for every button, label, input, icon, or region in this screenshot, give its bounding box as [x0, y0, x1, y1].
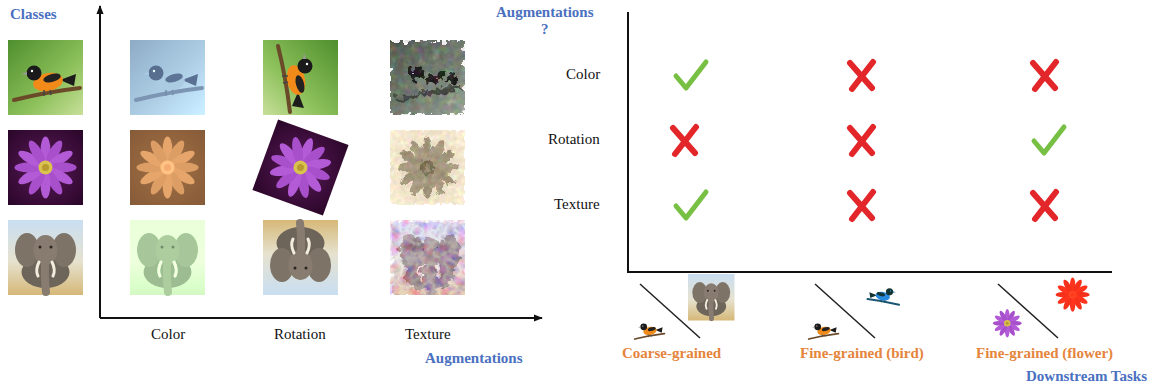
color-elephant	[130, 220, 205, 295]
rotated-flower	[252, 119, 348, 215]
flower-photo	[8, 130, 83, 205]
color-flower	[130, 130, 205, 205]
task-label: Fine-grained (flower)	[976, 345, 1113, 362]
row-label: Rotation	[548, 131, 600, 148]
row-label: Color	[566, 66, 600, 83]
cross-mark	[673, 127, 696, 154]
check-mark	[676, 62, 706, 88]
texture-bird	[390, 40, 465, 115]
cross-mark	[850, 192, 873, 219]
axis-title: Augmentations ?	[496, 4, 594, 38]
color-bird	[130, 40, 205, 115]
task-label: Fine-grained (bird)	[800, 345, 924, 362]
axis-title: Classes	[10, 6, 57, 23]
axis-tick-label: Texture	[405, 326, 451, 343]
axis-tick-label: Rotation	[274, 326, 326, 343]
texture-elephant	[390, 220, 465, 295]
elephant-icon	[688, 274, 735, 321]
x-axis	[100, 317, 542, 319]
check-mark	[1034, 127, 1064, 153]
y-axis	[99, 6, 101, 318]
rotated-elephant	[263, 220, 338, 295]
red-flower-icon	[1056, 278, 1090, 312]
texture-flower	[390, 130, 465, 205]
bird-icon	[635, 323, 665, 339]
bird-icon	[809, 323, 839, 339]
check-mark	[676, 192, 706, 218]
cross-mark	[850, 127, 873, 154]
rotated-bird	[263, 40, 338, 115]
row-label: Texture	[554, 196, 600, 213]
task-label: Coarse-grained	[622, 345, 721, 362]
axis-title: Downstream Tasks	[1026, 368, 1147, 385]
elephant-photo	[8, 220, 83, 295]
axis-title: Augmentations	[425, 350, 523, 367]
cross-mark	[1033, 192, 1056, 219]
y-axis	[627, 12, 629, 272]
flower-icon	[993, 309, 1022, 338]
blue-bird-icon	[867, 288, 899, 305]
axis-tick-label: Color	[151, 326, 185, 343]
x-axis	[627, 271, 1112, 273]
cross-mark	[850, 62, 873, 89]
cross-mark	[1033, 62, 1056, 89]
bird-photo	[8, 40, 83, 115]
